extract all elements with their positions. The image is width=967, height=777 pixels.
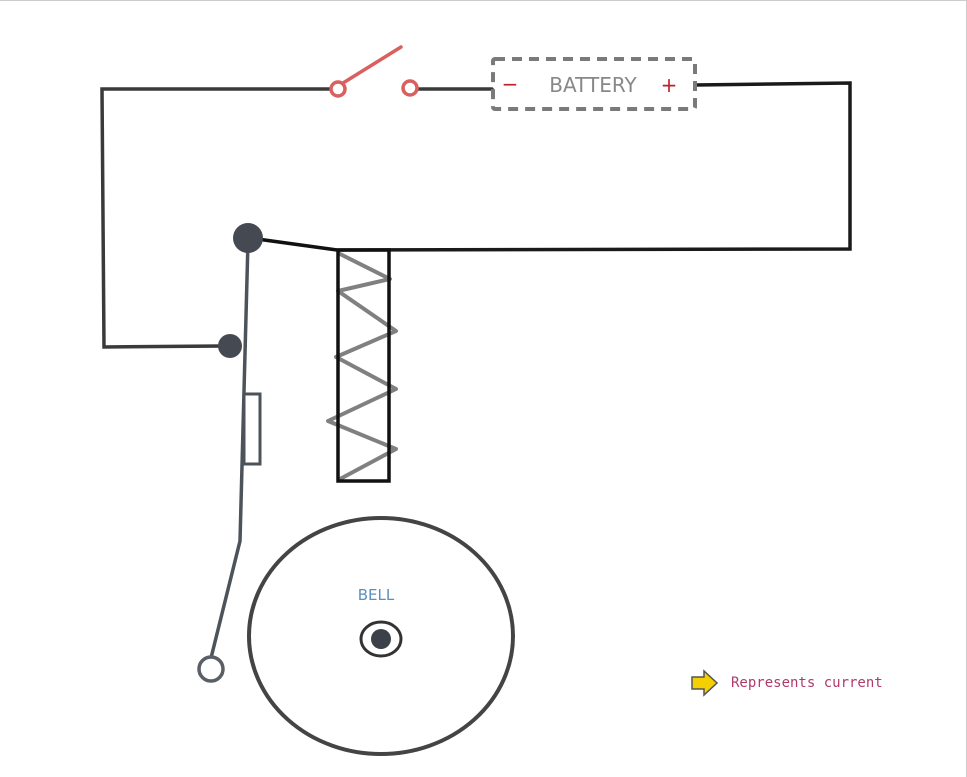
soft-iron-plate: [242, 392, 262, 466]
contact-point-icon: [218, 334, 242, 358]
legend: Represents current: [691, 669, 883, 697]
arrow-right-icon: [691, 669, 719, 697]
switch[interactable]: [329, 45, 419, 98]
armature: [197, 223, 338, 683]
bell-center-ring: [359, 620, 403, 658]
electromagnet: [326, 248, 398, 483]
hammer-rod: [209, 240, 250, 659]
wires: [100, 81, 852, 349]
battery-label: BATTERY: [549, 73, 637, 97]
core: [336, 248, 391, 483]
switch-terminal-right: [401, 79, 419, 97]
pivot-icon: [233, 223, 263, 253]
battery: − BATTERY +: [491, 57, 697, 111]
hammer-head-icon: [197, 655, 225, 683]
battery-positive: +: [661, 73, 678, 97]
bell-label: BELL: [358, 586, 395, 604]
switch-terminal-left: [329, 80, 347, 98]
bell-center-dot: [371, 629, 391, 649]
coil-icon: [326, 251, 398, 481]
legend-label: Represents current: [731, 675, 883, 691]
bell: BELL: [247, 516, 515, 756]
switch-arm[interactable]: [341, 45, 403, 85]
armature-link: [249, 236, 338, 252]
wire-right: [336, 81, 852, 252]
wire-left: [100, 87, 333, 349]
battery-negative: −: [502, 72, 519, 96]
bell-gong: [247, 516, 515, 756]
battery-box: [491, 57, 697, 111]
